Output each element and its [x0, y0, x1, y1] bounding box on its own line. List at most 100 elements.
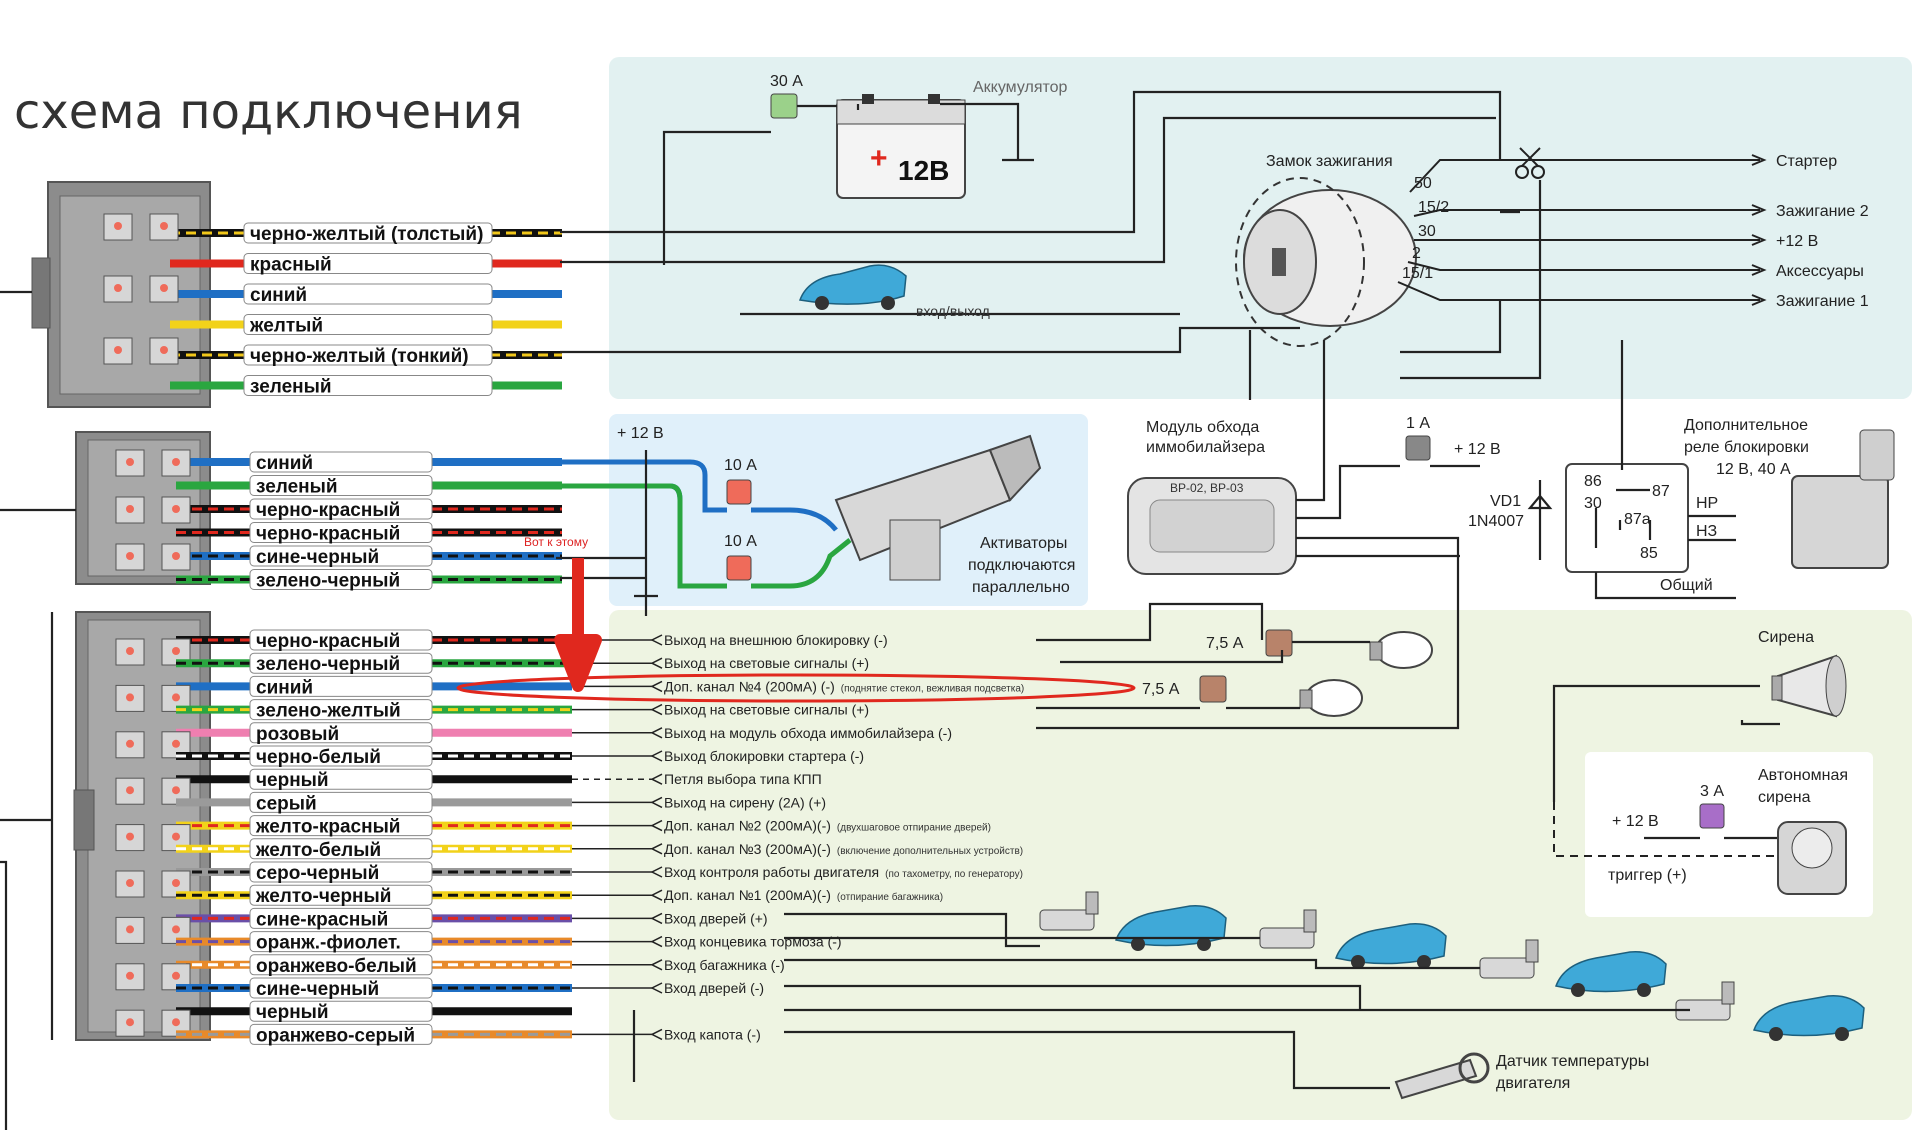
ignition-pin-2: 30 — [1418, 223, 1436, 240]
fuse-1a-icon — [1405, 435, 1431, 461]
relay-title-2: реле блокировки — [1684, 439, 1809, 456]
fuse-3a-icon — [1699, 803, 1725, 829]
connector3-wire-label-11-box — [249, 884, 433, 906]
connector3-wire-label-0: черно-красный — [256, 631, 400, 652]
fuse-75a-1-icon — [1265, 629, 1293, 657]
trunk-sensor-icon — [1479, 939, 1539, 979]
connector1-wire-label-5: зеленый — [250, 377, 332, 398]
ignition-output-label-1: Зажигание 2 — [1776, 203, 1869, 220]
connector3-wire-label-8: желто-красный — [255, 817, 400, 838]
fuse-75a-2-label: 7,5 А — [1142, 681, 1180, 698]
connector3-wire-label-10: серо-черный — [256, 863, 379, 884]
connector3-wire-label-4-box — [249, 722, 433, 744]
temperature-sensor-icon — [1394, 1052, 1490, 1100]
connector3-desc-5: Выход блокировки стартера (-) — [664, 748, 864, 764]
relay-common-label: Общий — [1660, 577, 1713, 594]
connector3-note-10: (по тахометру, по генератору) — [885, 869, 1023, 880]
relay-pin-0: 86 — [1584, 473, 1602, 490]
connector3-desc-0: Выход на внешнюю блокировку (-) — [664, 632, 888, 648]
siren-label: Сирена — [1758, 629, 1814, 646]
connector1-wire-label-3: желтый — [249, 316, 323, 337]
bulb-2-icon — [1299, 679, 1363, 717]
connector2-wire-label-4-box — [249, 545, 433, 567]
connector3-note-9: (включение дополнительных устройств) — [837, 846, 1023, 857]
immo-model: BP-02, BP-03 — [1170, 481, 1244, 495]
connector3-note-2: (поднятие стекол, вежливая подсветка) — [841, 683, 1024, 694]
car-icon-brake — [1335, 923, 1447, 969]
connector3-wire-label-2-box — [249, 675, 433, 697]
connector3-desc-9: Доп. канал №3 (200мА)(-) — [664, 841, 831, 857]
connector3-desc-15: Вход дверей (-) — [664, 980, 764, 996]
door-sensor-1-icon — [1039, 891, 1099, 931]
connector2-wire-label-5: зелено-черный — [256, 571, 400, 592]
connector3-wire-label-12-box — [249, 907, 433, 929]
connector2-wire-label-2: черно-красный — [256, 500, 400, 521]
connector-2-wires: синийзеленыйчерно-красныйчерно-красныйси… — [115, 449, 562, 592]
connector2-wire-label-0: синий — [256, 453, 313, 474]
relay-title-1: Дополнительное — [1684, 417, 1808, 434]
connector3-wire-label-15-box — [249, 977, 433, 999]
ignition-pin-0: 50 — [1414, 175, 1432, 192]
connector1-wire-label-5-box — [243, 375, 493, 396]
connector3-wire-label-14-box — [249, 954, 433, 976]
ignition-lock-label: Замок зажигания — [1266, 153, 1393, 170]
connector3-wire-label-3-box — [249, 699, 433, 721]
ignition-output-label-4: Зажигание 1 — [1776, 293, 1869, 310]
connector3-wire-label-5-box — [249, 745, 433, 767]
connector-3-wires: черно-красный Выход на внешнюю блокировку… — [115, 629, 1024, 1046]
connector3-wire-label-10-box — [249, 861, 433, 883]
ignition-lock-icon — [1235, 177, 1417, 347]
fuse-75a-2-icon — [1199, 675, 1227, 703]
ignition-output-label-2: +12 В — [1776, 233, 1818, 250]
relay-icon — [1791, 429, 1895, 569]
actuators-label-2: подключаются — [968, 557, 1075, 574]
temp-sensor-label-1: Датчик температуры — [1496, 1053, 1649, 1070]
connector3-wire-label-16: черный — [256, 1002, 329, 1023]
connector3-desc-10: Вход контроля работы двигателя — [664, 864, 879, 880]
car-icon-in-out — [798, 264, 907, 310]
connector3-note-11: (отпирание багажника) — [837, 891, 943, 903]
relay-nr-label: НР — [1696, 495, 1718, 512]
connector3-wire-label-6-box — [249, 768, 433, 790]
connector1-wire-label-1-box — [243, 253, 493, 274]
connector2-pin-2b — [161, 496, 191, 524]
bulb-1-icon — [1369, 631, 1433, 669]
connector3-desc-14: Вход багажника (-) — [664, 957, 785, 973]
ignition-output-label-3: Аксессуары — [1776, 263, 1864, 280]
connector2-wire-label-2-box — [249, 498, 433, 520]
ignition-pin-3: 2 — [1412, 245, 1421, 262]
connector3-wire-label-15: сине-черный — [256, 979, 379, 1000]
connector3-wire-label-11: желто-черный — [255, 886, 391, 907]
actuators-label-1: Активаторы — [980, 535, 1067, 552]
auto-siren-label-2: сирена — [1758, 789, 1811, 806]
fuse-1a-label: 1 А — [1406, 415, 1430, 432]
connector3-desc-1: Выход на световые сигналы (+) — [664, 655, 869, 671]
in-out-label: вход/выход — [916, 303, 990, 319]
scissors-icon — [1515, 147, 1545, 179]
relay-pin-4: 85 — [1640, 545, 1658, 562]
relay-pin-2: 30 — [1584, 495, 1602, 512]
temp-sensor-label-2: двигателя — [1496, 1075, 1570, 1092]
connector3-desc-4: Выход на модуль обхода иммобилайзера (-) — [664, 725, 952, 741]
connector1-pin-1 — [149, 213, 179, 241]
connector3-wire-label-13: оранж.-фиолет. — [256, 933, 401, 954]
connector1-wire-label-2: синий — [250, 285, 307, 306]
connector3-wire-label-9-box — [249, 838, 433, 860]
connector2-wire-label-5-box — [249, 569, 433, 590]
connector2-wire-label-0-box — [249, 451, 433, 473]
connector3-desc-12: Вход дверей (+) — [664, 910, 768, 926]
connector3-wire-label-7-box — [249, 791, 433, 813]
plus12-siren-label: + 12 В — [1612, 813, 1659, 830]
connector3-desc-7: Выход на сирену (2А) (+) — [664, 794, 826, 810]
door-actuator-icon — [834, 434, 1042, 581]
siren-icon — [1771, 654, 1847, 718]
relay-schematic — [1565, 463, 1689, 573]
connector2-wire-label-1: зеленый — [256, 477, 338, 498]
connector3-wire-label-2: синий — [256, 677, 313, 698]
connector3-desc-17: Вход капота (-) — [664, 1026, 761, 1042]
connector3-desc-6: Петля выбора типа КПП — [664, 771, 822, 787]
fuse-30a-label: 30 А — [770, 73, 803, 90]
